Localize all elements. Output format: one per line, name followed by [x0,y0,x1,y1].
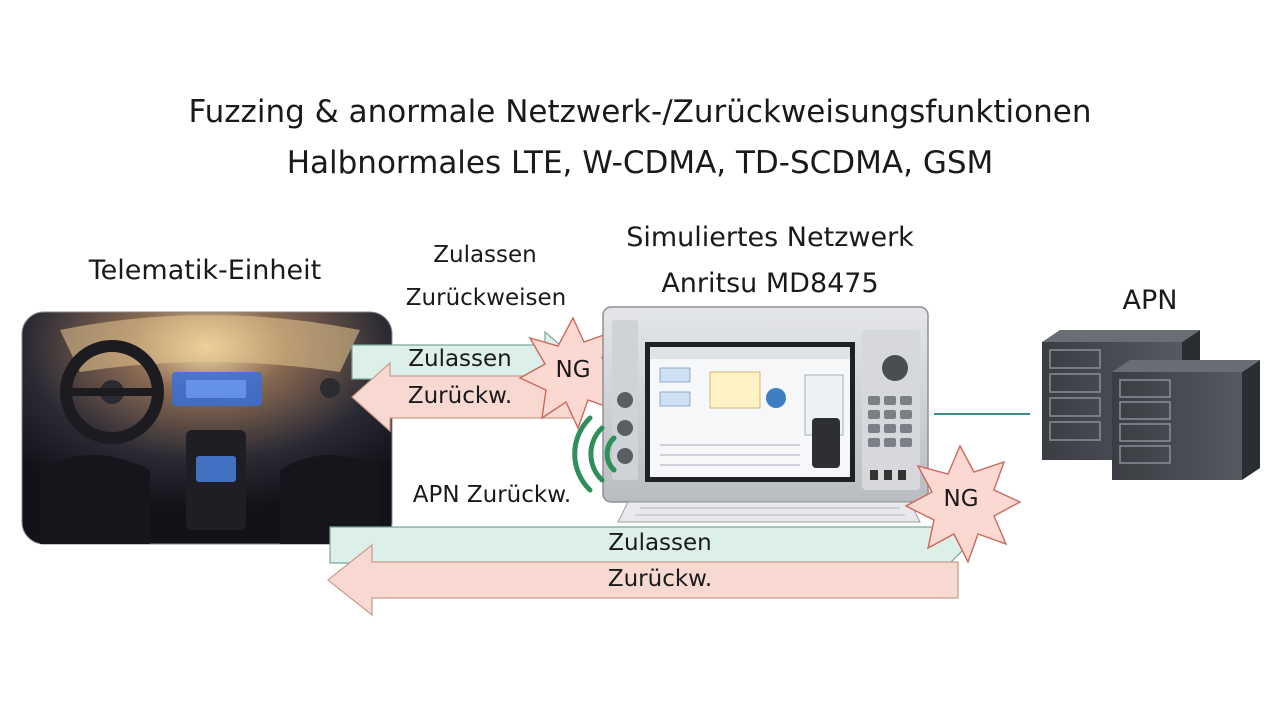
network-label-line-2: Anritsu MD8475 [661,268,879,299]
lower-ng-burst [904,444,1022,564]
network-label-line-1: Simuliertes Netzwerk [626,222,914,253]
upper-accept-label: Zulassen [408,346,512,372]
lower-reject-label: Zurückw. [607,566,713,592]
car-interior-image [21,311,393,545]
legend-reject-label: Zurückweisen [405,285,567,311]
upper-ng-label: NG [555,357,591,383]
telematics-label: Telematik-Einheit [88,255,322,286]
title-line-1: Fuzzing & anormale Netzwerk-/Zurückweisu… [188,94,1092,130]
upper-reject-label: Zurückw. [407,383,513,409]
lower-reject-arrow [327,543,959,617]
apn-label: APN [1122,285,1178,316]
legend-accept-label: Zulassen [433,242,537,268]
wireless-signal-icon [572,415,617,493]
lower-ng-label: NG [943,486,979,512]
title-line-2: Halbnormales LTE, W-CDMA, TD-SCDMA, GSM [286,145,994,181]
apn-server-icon [1042,330,1260,480]
md8475-device [602,306,929,523]
apn-reject-label: APN Zurückw. [412,482,572,508]
lower-accept-label: Zulassen [608,530,712,556]
